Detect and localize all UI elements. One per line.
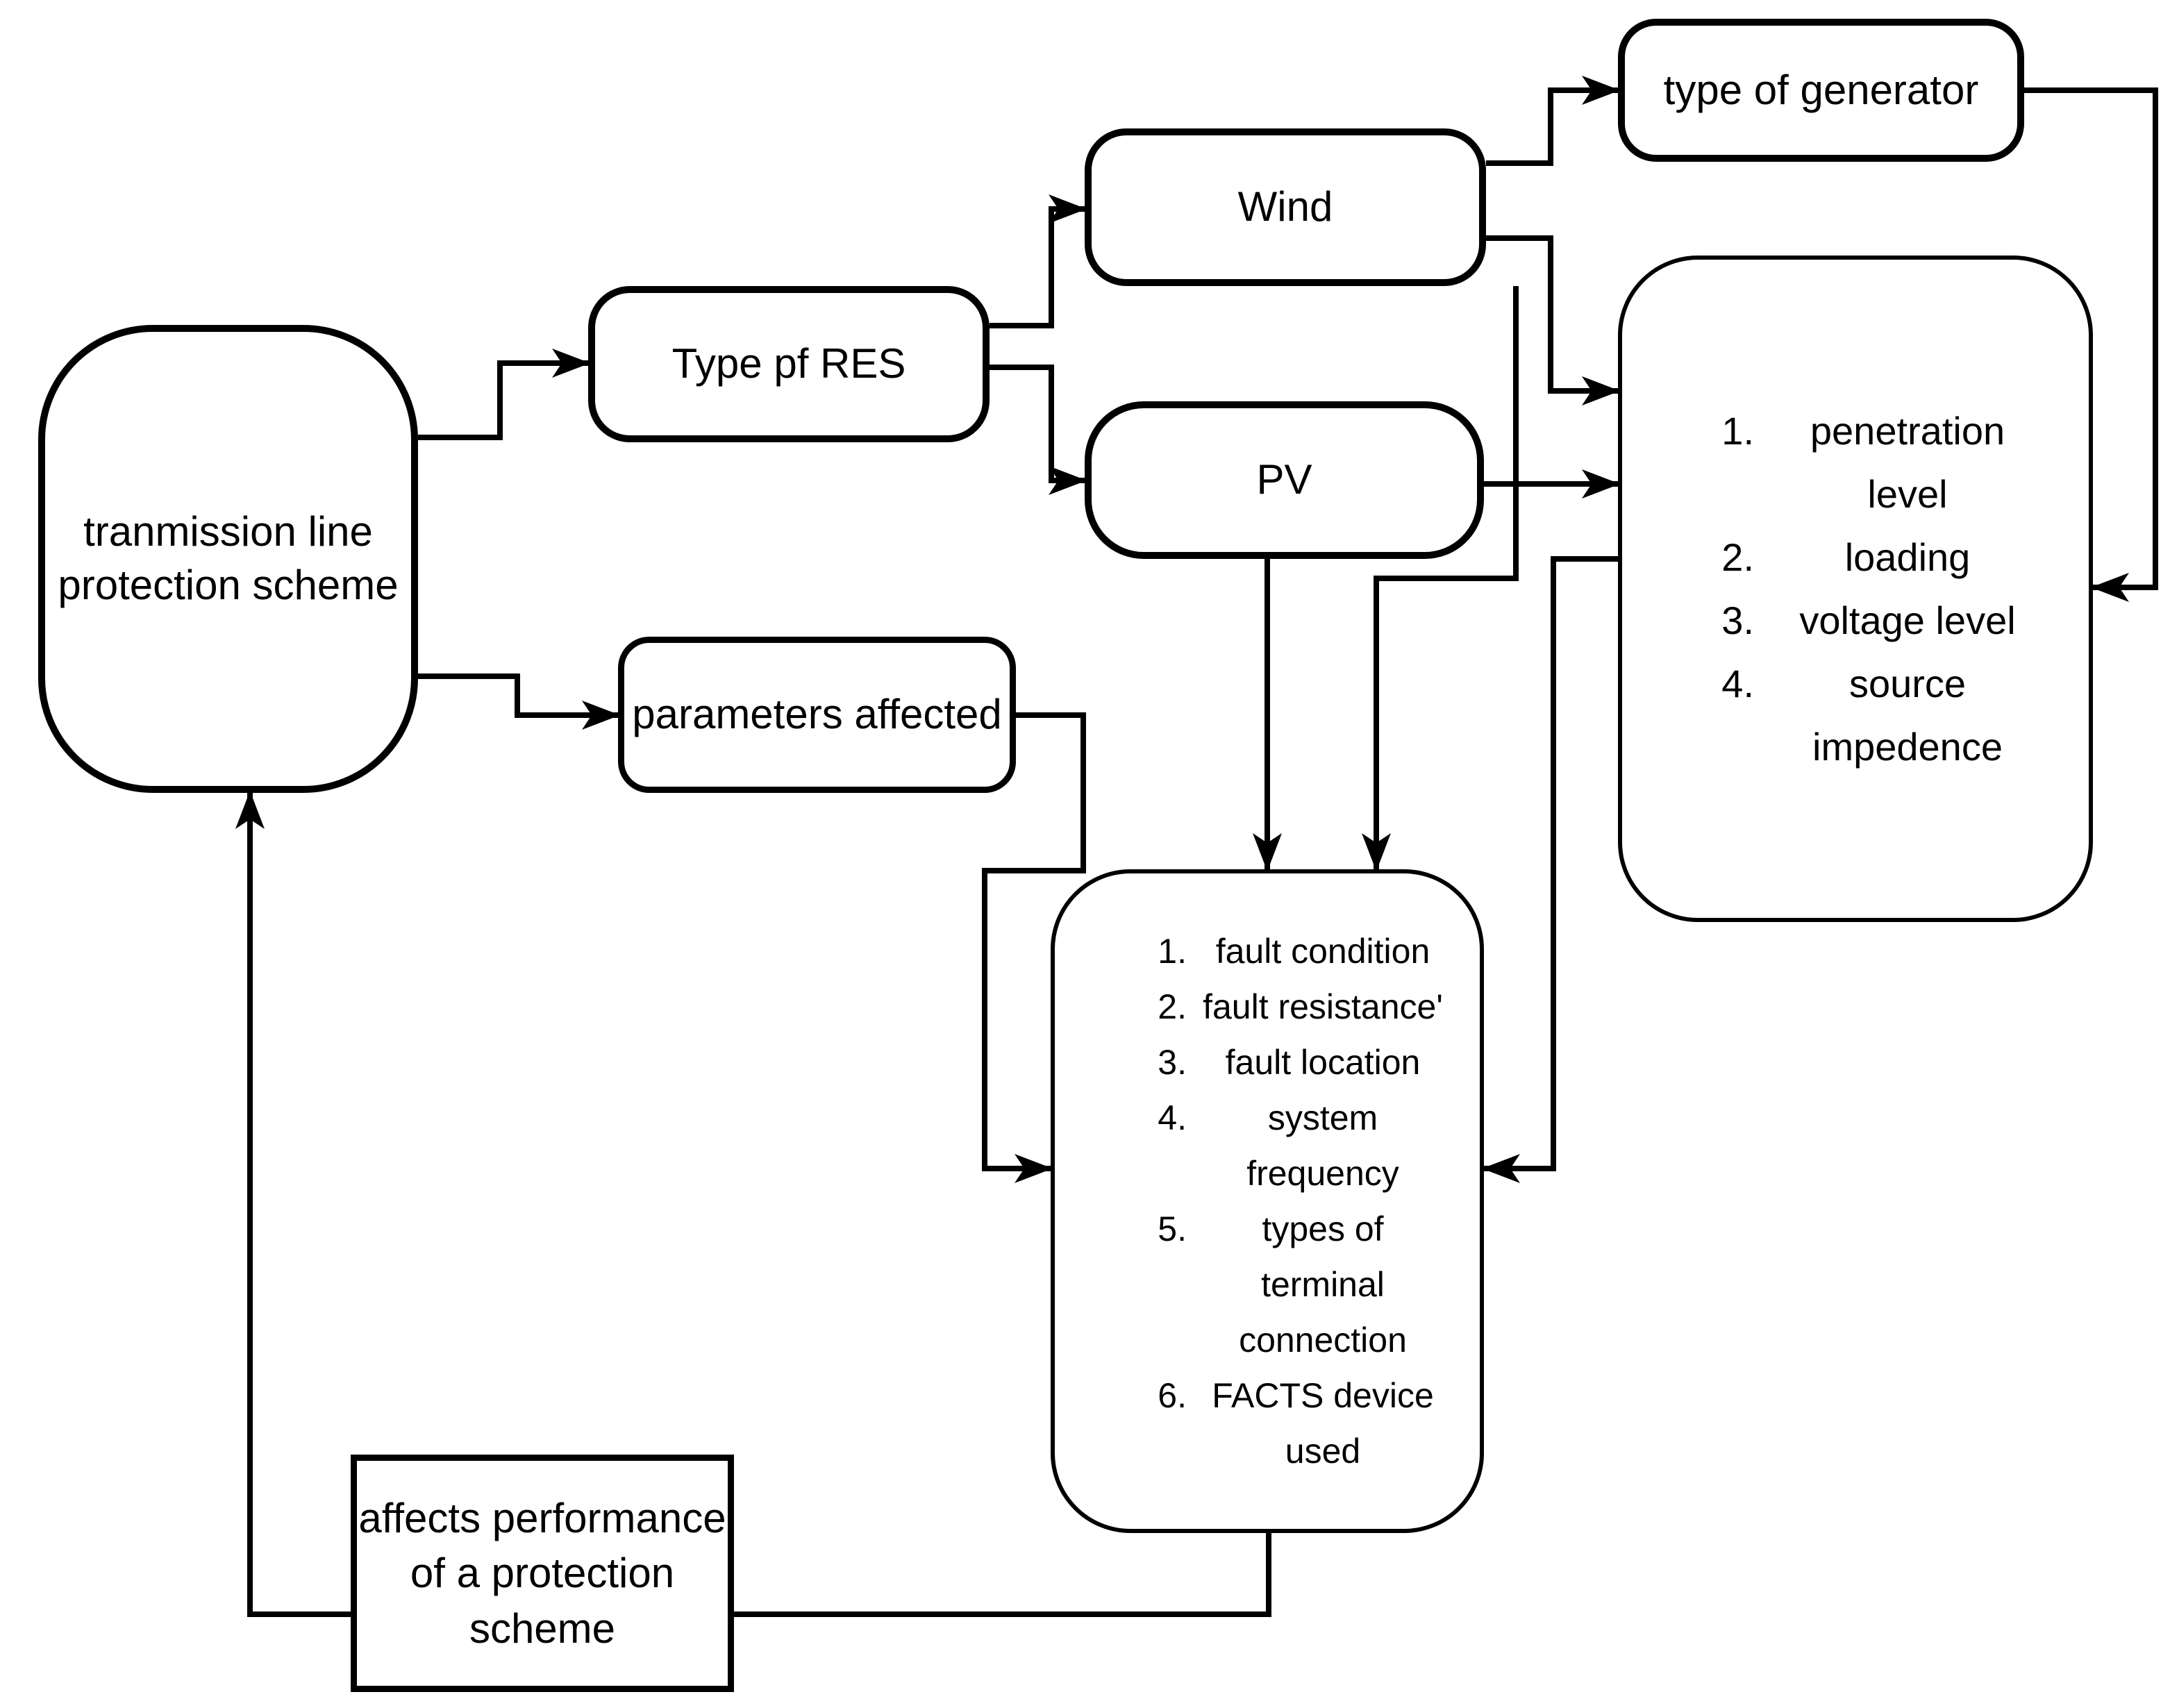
list-item: 3. fault location	[1131, 1035, 1445, 1090]
node-affects-performance-label: affects performance of a protection sche…	[358, 1495, 726, 1652]
list-item: 6. FACTS device used	[1131, 1368, 1445, 1479]
list-item-number: 1.	[1721, 409, 1754, 453]
list-item-number: 5.	[1158, 1209, 1187, 1248]
connector-type-of-res-to-wind	[990, 194, 1087, 328]
list-item-number: 2.	[1158, 987, 1187, 1026]
list-item-number: 2.	[1721, 535, 1754, 579]
list-item-number: 4.	[1721, 662, 1754, 705]
node-pv-label: PV	[1256, 456, 1312, 503]
list-item-text: voltage level	[1799, 598, 2016, 642]
connector-wind-to-system-factors	[1486, 235, 1620, 405]
node-fault-factors-list: 1. fault condition 2. fault resistance' …	[1051, 869, 1484, 1533]
node-wind-label: Wind	[1237, 183, 1333, 231]
list-item-text: penetration level	[1810, 409, 2005, 516]
list-item-text: loading	[1844, 535, 1971, 579]
connector-system-factors-to-fault-factors	[1482, 556, 1618, 1183]
connector-wind-to-type-of-generator	[1486, 76, 1620, 166]
node-type-of-res: Type pf RES	[588, 286, 990, 442]
list-item: 1. penetration level	[1699, 399, 2047, 526]
node-type-of-res-label: Type pf RES	[671, 340, 906, 387]
list-item: 4. system frequency	[1131, 1090, 1445, 1201]
node-wind: Wind	[1085, 128, 1486, 286]
node-system-factors-list: 1. penetration level 2. loading 3. volta…	[1618, 256, 2093, 922]
list-item: 4. source impedence	[1699, 652, 2047, 778]
list-item-text: FACTS device used	[1212, 1376, 1434, 1471]
node-type-of-generator: type of generator	[1618, 19, 2024, 162]
list-item-text: fault condition	[1215, 932, 1430, 971]
list-item-text: system frequency	[1246, 1098, 1399, 1193]
list-item: 2. fault resistance'	[1131, 979, 1445, 1035]
list-item-number: 3.	[1721, 598, 1754, 642]
list-item-text: fault location	[1225, 1043, 1421, 1082]
list-item: 1. fault condition	[1131, 923, 1445, 979]
connector-fault-factors-to-affects-performance	[734, 1533, 1271, 1617]
list-item-text: source impedence	[1812, 662, 2003, 769]
list-item-number: 4.	[1158, 1098, 1187, 1137]
list-item: 3. voltage level	[1699, 589, 2047, 652]
connector-wind-to-fault-factors	[1362, 286, 1519, 871]
list-item-number: 3.	[1158, 1043, 1187, 1082]
list-item-number: 1.	[1158, 932, 1187, 971]
node-parameters-affected-label: parameters affected	[632, 691, 1002, 738]
connector-type-of-res-to-pv	[990, 365, 1087, 495]
list-item-text: types of terminal connection	[1239, 1209, 1407, 1359]
node-pv: PV	[1085, 401, 1484, 559]
list-item-text: fault resistance'	[1203, 987, 1443, 1026]
list-item: 2. loading	[1699, 526, 2047, 589]
list-item: 5. types of terminal connection	[1131, 1201, 1445, 1368]
node-parameters-affected: parameters affected	[618, 637, 1016, 793]
node-type-of-generator-label: type of generator	[1663, 66, 1979, 113]
node-transmission-line-protection-scheme: tranmission line protection scheme	[38, 325, 418, 793]
list-item-number: 6.	[1158, 1376, 1187, 1415]
connector-affects-performance-to-transmission	[235, 791, 351, 1617]
connector-transmission-to-type-of-res	[418, 349, 590, 440]
node-affects-performance: affects performance of a protection sche…	[351, 1455, 734, 1692]
connector-transmission-to-parameters-affected	[418, 673, 620, 730]
node-transmission-label: tranmission line protection scheme	[58, 508, 399, 608]
